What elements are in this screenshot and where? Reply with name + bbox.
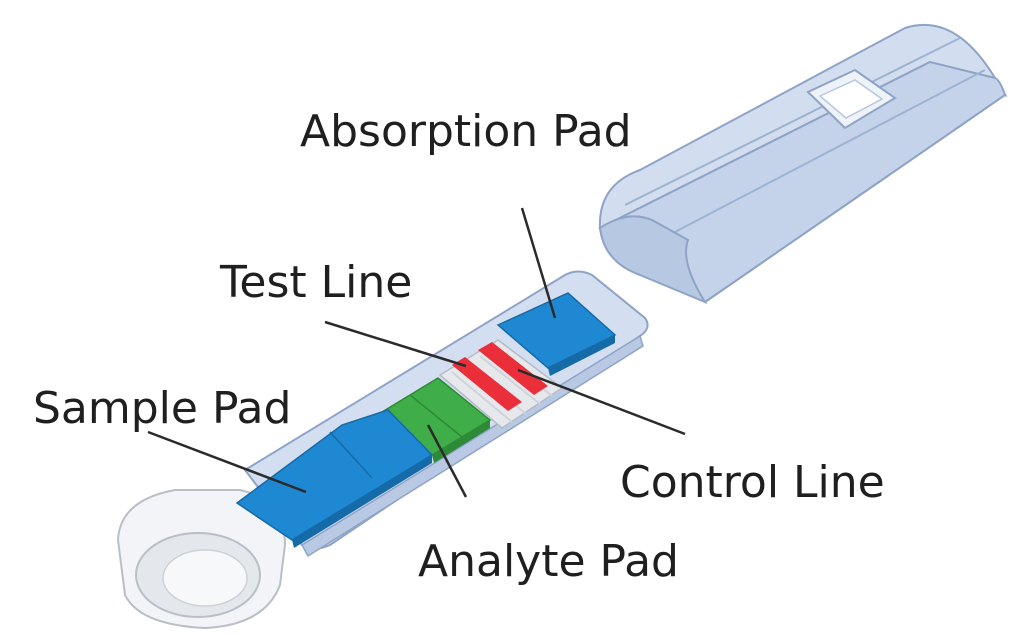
label-sample-pad: Sample Pad: [33, 383, 291, 434]
absorption-pad-edge: [548, 335, 615, 376]
housing-ridge: [649, 69, 986, 246]
label-test-line: Test Line: [219, 257, 412, 308]
leader-analyte-pad: [426, 424, 468, 498]
sample-pad: [235, 409, 434, 541]
housing-window-inner: [818, 79, 884, 119]
label-absorption-pad: Absorption Pad: [300, 106, 632, 157]
label-analyte-pad: Analyte Pad: [418, 536, 679, 587]
leader-control-line: [517, 368, 686, 436]
housing-top-face: [598, 23, 1008, 230]
control-line-stripe: [478, 342, 548, 395]
analyte-pad-fold: [409, 394, 463, 438]
test-line-stripe: [452, 357, 522, 411]
transparent-cap: [116, 489, 287, 630]
sample-pad-edge: [292, 455, 432, 548]
cap-inner: [162, 549, 248, 607]
leader-sample-pad: [147, 430, 307, 494]
housing-ridge: [624, 37, 961, 206]
analyte-pad-edge: [432, 420, 490, 463]
sample-pad-fold: [329, 431, 373, 479]
housing-end-cap: [598, 215, 708, 305]
leader-test-line: [324, 320, 467, 368]
cassette-housing: [598, 23, 1008, 305]
label-control-line: Control Line: [620, 457, 885, 508]
leader-absorption-pad: [520, 207, 557, 319]
